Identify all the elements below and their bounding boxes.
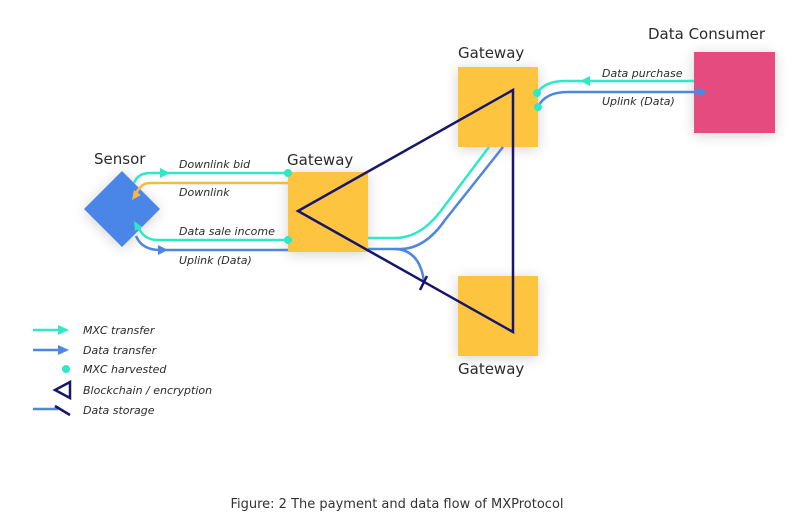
mxc-harvested-dot (284, 236, 292, 244)
data-consumer-box (694, 52, 775, 133)
downlink-label: Downlink (179, 186, 230, 199)
blockchain-triangle (295, 87, 515, 335)
legend-label: Blockchain / encryption (83, 384, 212, 397)
downlink-arrowhead (132, 190, 141, 200)
legend-item-mxc-transfer: MXC transfer (33, 324, 156, 337)
uplink-consumer-label: Uplink (Data) (602, 95, 675, 108)
mxc-flow-gateway-left-to-top (368, 146, 490, 240)
uplink-sensor-arrowhead (158, 245, 168, 255)
sensor-label: Sensor (94, 150, 146, 168)
downlink-bid-label: Downlink bid (179, 158, 251, 171)
legend-label: Data transfer (83, 344, 158, 357)
legend-item-data-transfer: Data transfer (33, 344, 158, 357)
data-purchase-label: Data purchase (602, 67, 683, 80)
mxc-harvested-dot (284, 169, 292, 177)
legend: MXC transfer Data transfer MXC harvested… (33, 324, 212, 417)
downlink-bid-line (132, 171, 288, 184)
legend-item-data-storage: Data storage (33, 404, 155, 417)
mxc-harvested-dot (533, 89, 541, 97)
data-sale-income-label: Data sale income (179, 225, 275, 238)
sensor-diamond (84, 171, 160, 247)
gateway-left-label: Gateway (287, 151, 353, 169)
legend-label: Data storage (83, 404, 155, 417)
mxc-transfer-arrowhead-icon (58, 325, 69, 335)
data-storage-icon (54, 404, 71, 417)
data-storage-branch (394, 247, 426, 283)
legend-label: MXC transfer (83, 324, 156, 337)
legend-label: MXC harvested (83, 363, 167, 376)
gateway-top-label: Gateway (458, 44, 524, 62)
data-sale-income-line (136, 225, 288, 242)
gateway-top-box (458, 67, 538, 147)
uplink-consumer-arrowhead (697, 87, 708, 97)
legend-item-mxc-harvested: MXC harvested (62, 363, 167, 376)
mxc-harvested-dot (534, 103, 542, 111)
gateway-bottom-box (458, 276, 538, 356)
data-consumer-label: Data Consumer (648, 25, 766, 43)
data-transfer-arrowhead-icon (58, 345, 69, 355)
data-flow-gateway-left-to-top (368, 146, 504, 251)
blockchain-triangle-icon (52, 379, 72, 401)
gateway-bottom-label: Gateway (458, 360, 524, 378)
legend-item-blockchain: Blockchain / encryption (52, 379, 212, 401)
figure-caption: Figure: 2 The payment and data flow of M… (230, 497, 563, 512)
mxc-harvested-dot-icon (62, 365, 70, 373)
downlink-bid-arrowhead (160, 168, 170, 178)
uplink-sensor-label: Uplink (Data) (179, 254, 252, 267)
data-purchase-arrowhead (580, 76, 590, 86)
data-sale-income-arrowhead (134, 221, 142, 231)
